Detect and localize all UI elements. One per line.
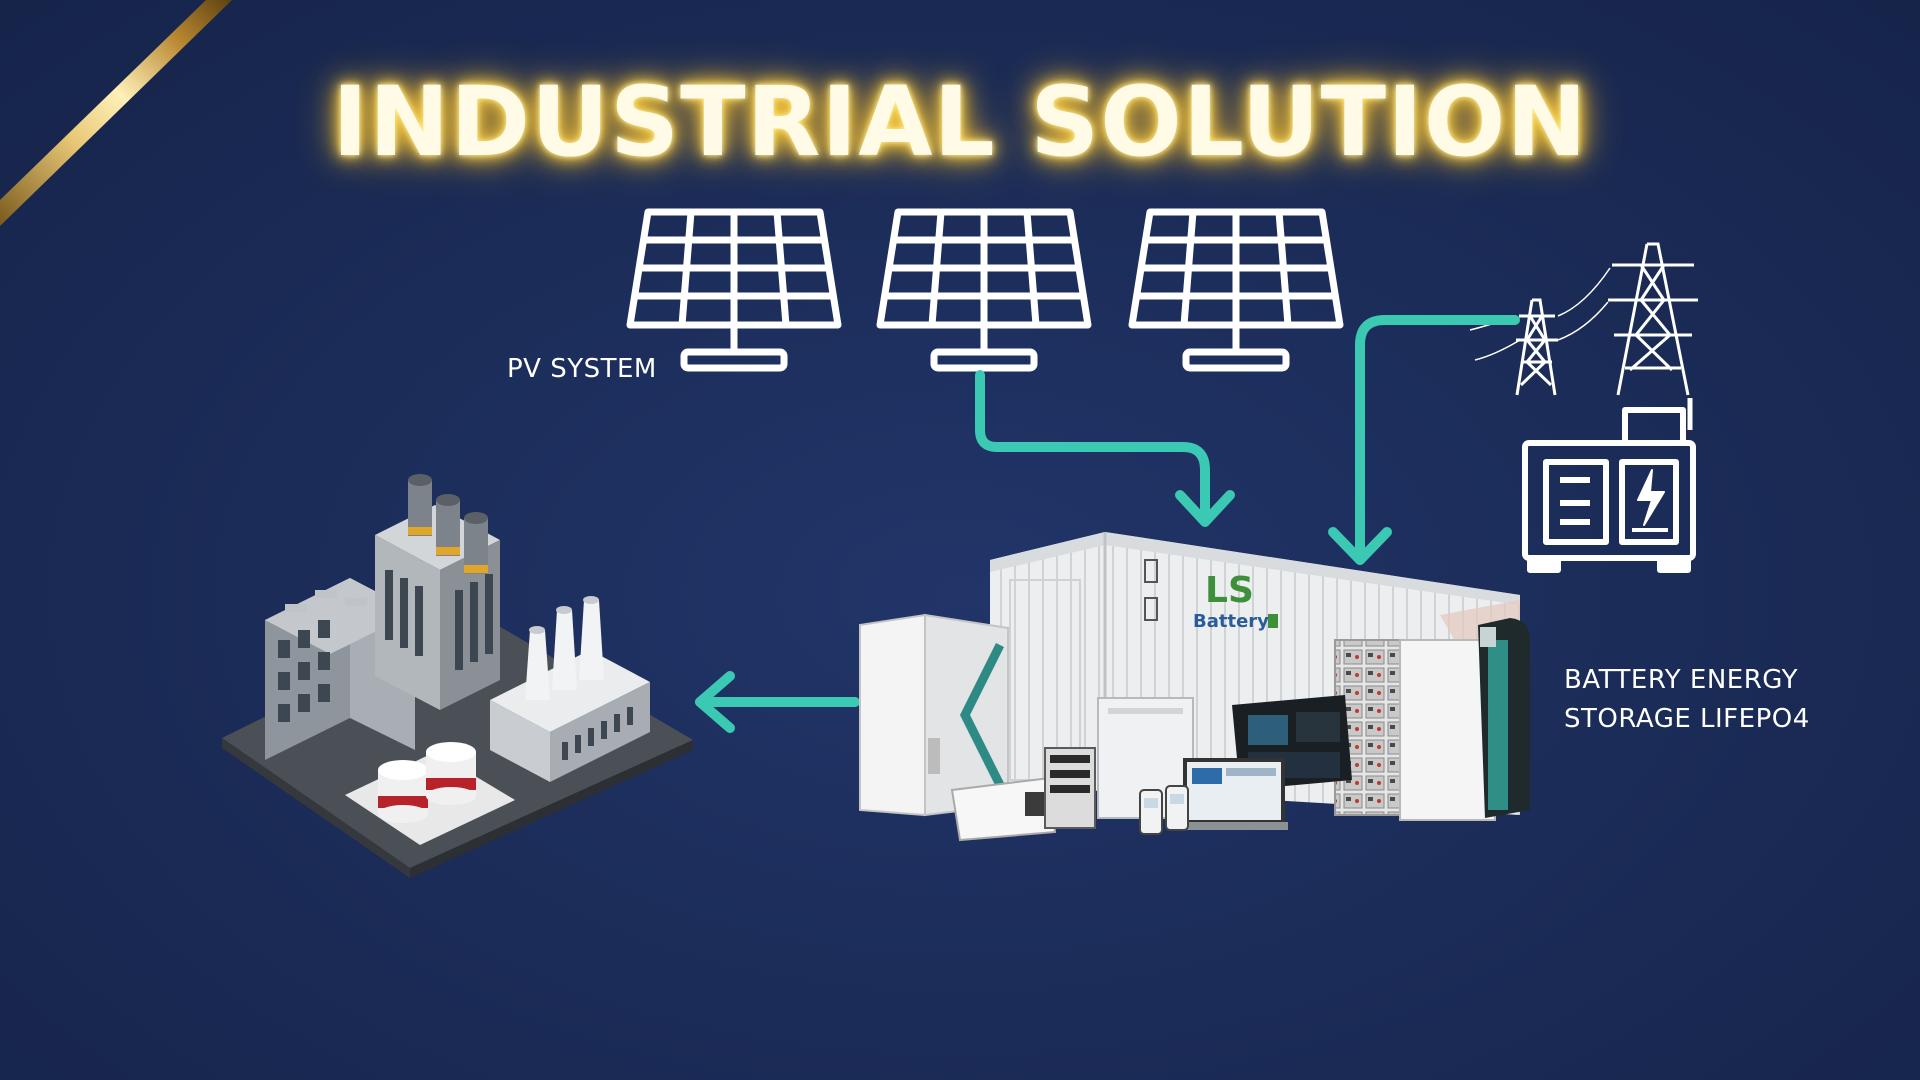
flow-arrow-grid-to-storage [1328,315,1520,565]
flow-arrow-solar-to-storage [975,370,1235,527]
power-pylon-icon [1469,242,1698,396]
svg-text:Battery: Battery [1193,611,1269,632]
corner-ribbon-decoration [0,0,232,226]
svg-text:LS: LS [1205,570,1254,611]
ls-battery-logo: LS Battery [1193,570,1278,632]
generator-icon [1522,398,1696,573]
battery-storage-container: LS Battery [859,532,1530,842]
bess-label-line-1: BATTERY ENERGY [1564,665,1798,695]
solar-panel-icon [1128,208,1344,372]
pv-system-label: PV SYSTEM [507,354,657,384]
solar-panel-icon [876,208,1092,372]
bess-label: BATTERY ENERGY STORAGE LIFEPO4 [1564,661,1810,739]
bess-label-line-2: STORAGE LIFEPO4 [1564,704,1810,734]
solar-panel-icon [626,208,842,372]
factory-icon [222,474,693,878]
page-title: INDUSTRIAL SOLUTION [332,66,1588,178]
flow-arrow-storage-to-factory [695,671,860,733]
